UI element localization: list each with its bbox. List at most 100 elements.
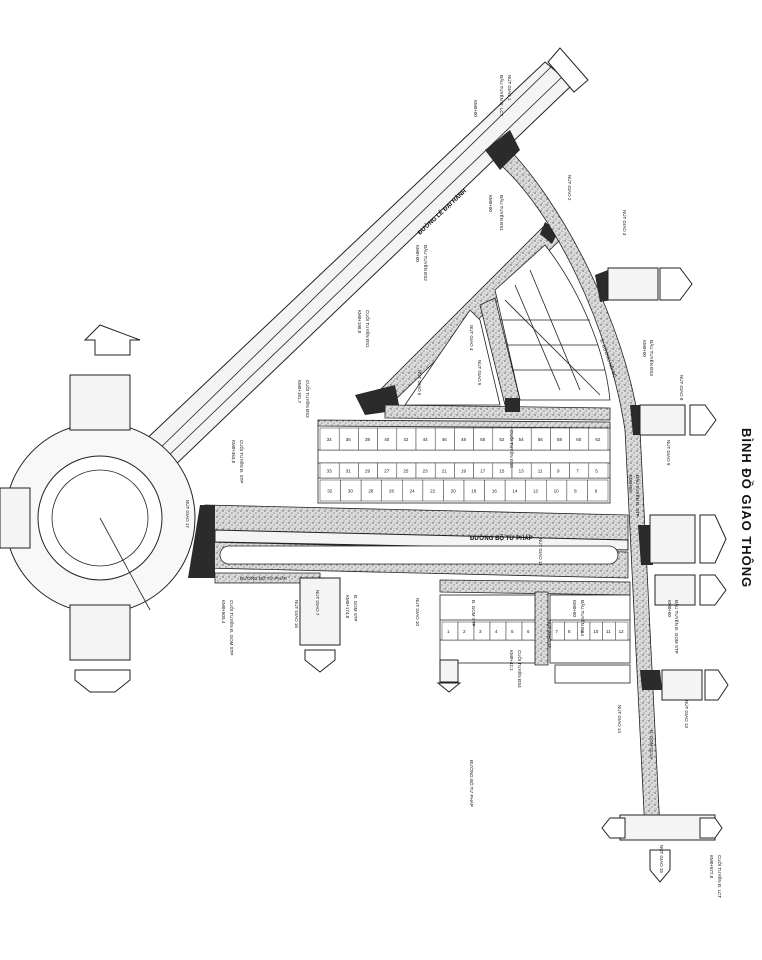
inner-triangle	[404, 309, 501, 406]
lot-number: 13	[519, 469, 525, 474]
east-arrow-1	[659, 267, 693, 301]
svg-text:KM0+00: KM0+00	[628, 475, 633, 492]
south-arrow-a	[304, 649, 336, 673]
lot-number: 62	[595, 437, 601, 442]
lot-number: 40	[384, 437, 390, 442]
lot	[564, 621, 578, 641]
svg-text:ĐẦU TUYẾN Đ. GOM STP: ĐẦU TUYẾN Đ. GOM STP	[674, 600, 680, 654]
upper-triangle-block	[384, 244, 611, 421]
lot-number: 25	[403, 469, 409, 474]
south-east-arrow	[699, 817, 723, 839]
svg-text:CUỐI TUYẾN ĐS4: CUỐI TUYẾN ĐS4	[517, 650, 523, 688]
svg-text:Đ. GOM STP: Đ. GOM STP	[471, 600, 476, 627]
svg-text:KM0+00: KM0+00	[473, 100, 478, 117]
lot-number: 46	[442, 437, 448, 442]
svg-text:ĐƯỜNG BỘ TƯ PHÁP: ĐƯỜNG BỘ TƯ PHÁP	[240, 575, 287, 581]
svg-text:KM0+577,8: KM0+577,8	[709, 855, 714, 879]
svg-text:NÚT GIAO 6: NÚT GIAO 6	[417, 370, 423, 396]
south-intersection	[601, 814, 723, 883]
lot-number: 56	[538, 437, 544, 442]
west-top-arrow	[83, 324, 141, 356]
svg-text:ĐẦU TUYẾN ĐS1: ĐẦU TUYẾN ĐS1	[499, 195, 505, 231]
lot-number: 9	[581, 629, 584, 634]
lot-number: 5	[511, 629, 514, 634]
svg-text:ĐƯỜNG BỘ TƯ PHÁP: ĐƯỜNG BỘ TƯ PHÁP	[469, 760, 475, 807]
lot-number: 28	[368, 489, 374, 494]
lot-number: 44	[423, 437, 429, 442]
lot-number: 1	[447, 629, 450, 634]
lot-number: 14	[512, 489, 518, 494]
svg-text:NÚT GIAO 8: NÚT GIAO 8	[679, 375, 685, 401]
svg-text:NÚT GIAO 17: NÚT GIAO 17	[185, 500, 191, 528]
west-bottom-arrow	[74, 669, 131, 693]
lot-number: 60	[576, 437, 582, 442]
lot-number: 26	[389, 489, 395, 494]
lot	[615, 621, 629, 641]
svg-text:NÚT GIAO 16: NÚT GIAO 16	[294, 600, 300, 628]
lot-number: 19	[461, 469, 467, 474]
lot-number: 3	[479, 629, 482, 634]
svg-text:NÚT GIAO 5: NÚT GIAO 5	[477, 360, 483, 386]
lot-number: 10	[593, 629, 599, 634]
east-arrow-5	[704, 669, 729, 701]
lot-number: 2	[463, 629, 466, 634]
north-arrow-marker	[547, 47, 589, 93]
east-arrow-3	[699, 514, 727, 564]
east-stubs	[607, 267, 729, 701]
svg-text:CUỐI TUYẾN Đ. STP: CUỐI TUYẾN Đ. STP	[239, 440, 245, 483]
south-arrow-b	[649, 849, 671, 883]
svg-text:NÚT GIAO 11: NÚT GIAO 11	[538, 538, 544, 566]
lot-number: 12	[619, 629, 625, 634]
east-arrow-4	[699, 574, 727, 606]
lower-service-road: ĐƯỜNG BỘ TƯ PHÁP	[214, 572, 341, 673]
lot-number: 20	[451, 489, 457, 494]
svg-text:ĐẦU TUYẾN ĐS2: ĐẦU TUYẾN ĐS2	[423, 245, 429, 281]
svg-text:NÚT GIAO 3: NÚT GIAO 3	[622, 210, 628, 236]
svg-text:KM0+00: KM0+00	[667, 600, 672, 617]
lot-number: 27	[384, 469, 390, 474]
svg-text:NÚT GIAO 7: NÚT GIAO 7	[315, 590, 321, 616]
lot-number: 11	[606, 629, 611, 634]
svg-text:NÚT GIAO 10: NÚT GIAO 10	[415, 598, 421, 626]
lot	[566, 479, 588, 502]
lot-number: 21	[442, 469, 448, 474]
svg-text:KM0+363,8: KM0+363,8	[231, 440, 236, 464]
lot-number: 29	[365, 469, 371, 474]
lot-number: 15	[499, 469, 505, 474]
lot-number: 23	[423, 469, 429, 474]
lot-number: 11	[538, 469, 543, 474]
svg-text:KM0+00: KM0+00	[415, 245, 420, 262]
lot-number: 32	[327, 489, 333, 494]
svg-text:KM0+181,7: KM0+181,7	[297, 380, 302, 404]
lot	[550, 462, 570, 479]
lot-number: 24	[410, 489, 416, 494]
svg-text:NÚT GIAO 2: NÚT GIAO 2	[567, 175, 573, 201]
svg-text:NÚT GIAO 4: NÚT GIAO 4	[469, 325, 475, 351]
svg-text:CUỐI TUYẾN ĐS3: CUỐI TUYẾN ĐS3	[305, 380, 311, 418]
lot-number: 58	[557, 437, 563, 442]
svg-text:NÚT GIAO 1: NÚT GIAO 1	[507, 75, 513, 101]
svg-text:KM0+00: KM0+00	[488, 195, 493, 212]
svg-text:ĐẦU TUYẾN Đ. STP: ĐẦU TUYẾN Đ. STP	[635, 475, 641, 517]
lot-number: 31	[346, 469, 352, 474]
svg-text:Đ. GOM QL1A: Đ. GOM QL1A	[649, 730, 654, 759]
lot-number: 6	[595, 489, 598, 494]
south-west-arrow	[601, 817, 626, 839]
lot-number: 16	[492, 489, 498, 494]
lot	[489, 621, 507, 641]
svg-text:KM0+198,8: KM0+198,8	[357, 310, 362, 334]
lot-number: 33	[327, 469, 333, 474]
lot-number: 54	[519, 437, 525, 442]
lot-number: 17	[480, 469, 486, 474]
lot-number: 50	[480, 437, 486, 442]
svg-text:CUỐI TUYẾN Đ. LCT: CUỐI TUYẾN Đ. LCT	[717, 855, 723, 898]
svg-text:KM0+174,8: KM0+174,8	[345, 595, 350, 619]
svg-text:KM0+00: KM0+00	[572, 600, 577, 617]
lot	[441, 621, 459, 641]
lot	[505, 621, 523, 641]
lot-number: 12	[533, 489, 539, 494]
lot-number: 8	[568, 629, 571, 634]
lot	[569, 462, 590, 479]
